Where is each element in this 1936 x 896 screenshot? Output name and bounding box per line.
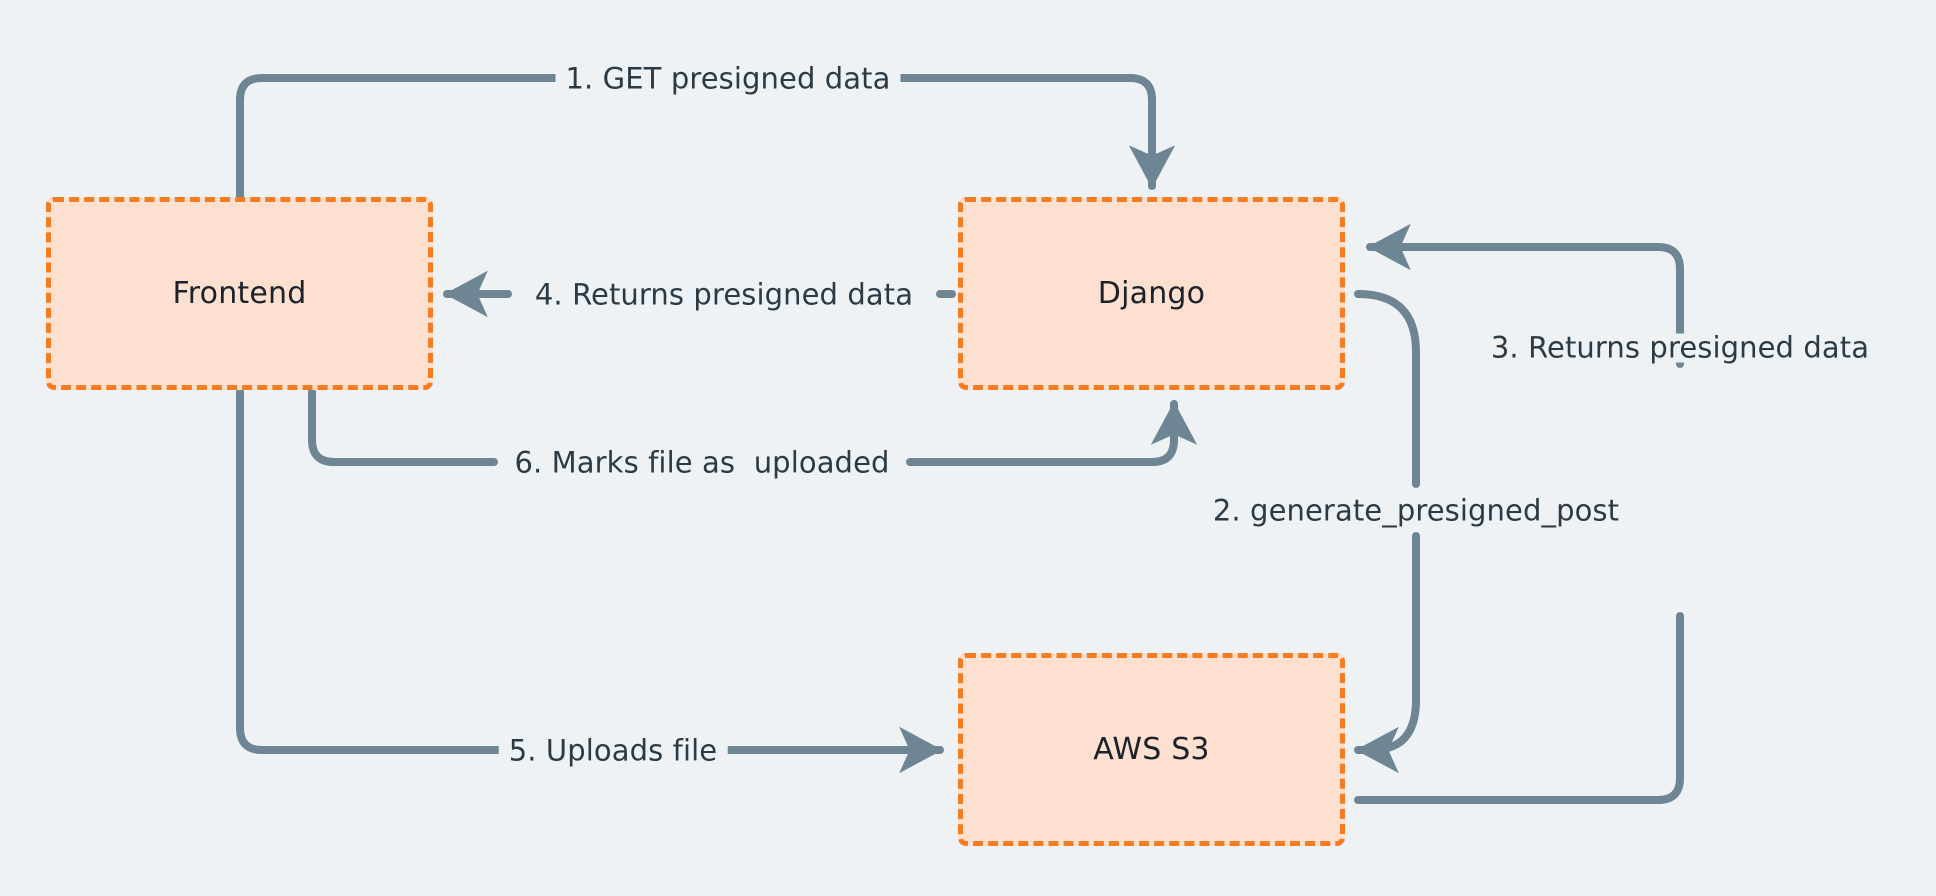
node-frontend[interactable]: Frontend (46, 197, 433, 390)
edge-label-4: 4. Returns presigned data (524, 280, 924, 310)
edge-3-path (1354, 612, 1684, 804)
edge-3-path-b (1366, 223, 1684, 368)
edge-label-3: 3. Returns presigned data (1480, 333, 1880, 363)
edge-1-path (236, 74, 580, 200)
edge-6-path-b (906, 400, 1198, 466)
edge-label-2: 2. generate_presigned_post (1202, 496, 1630, 526)
edge-2-path (1354, 290, 1420, 488)
node-aws-s3-label: AWS S3 (1093, 732, 1210, 767)
edge-label-1: 1. GET presigned data (555, 64, 901, 94)
edge-label-5: 5. Uploads file (498, 736, 728, 766)
node-django-label: Django (1097, 276, 1206, 311)
edge-1-path-b (876, 74, 1176, 190)
edge-2-path-b (1354, 532, 1420, 774)
edge-label-6: 6. Marks file as uploaded (504, 448, 900, 478)
edge-5-path (236, 388, 512, 754)
node-frontend-label: Frontend (172, 276, 307, 311)
node-aws-s3[interactable]: AWS S3 (958, 653, 1345, 846)
node-django[interactable]: Django (958, 197, 1345, 390)
edge-6-path (308, 388, 498, 466)
